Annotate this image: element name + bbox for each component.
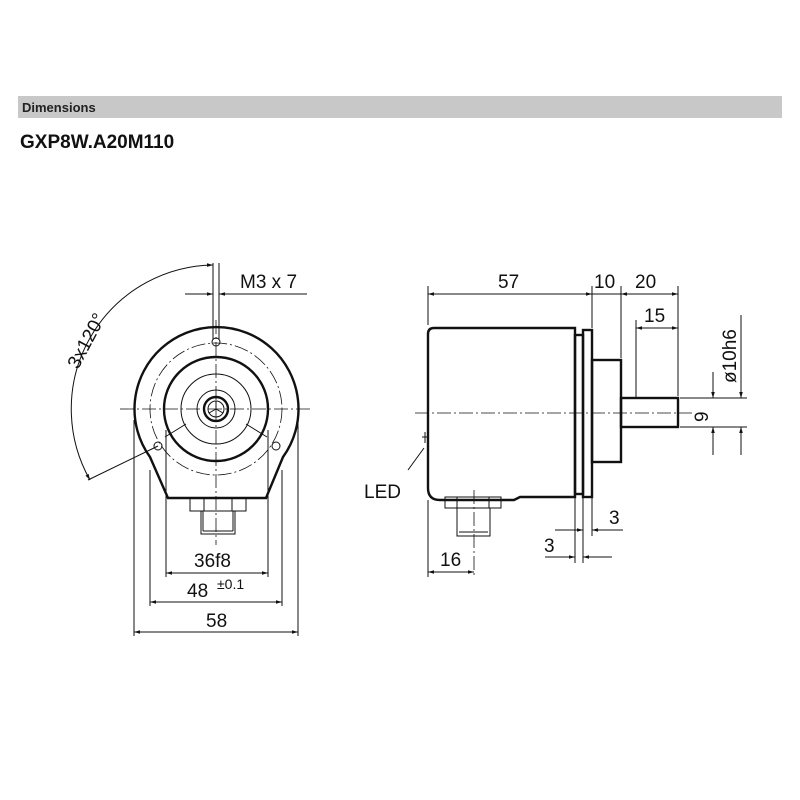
- flange: [581, 328, 594, 499]
- dim-20: 20: [635, 272, 656, 293]
- side-view: LED 57 10 20 15 9 ø10h6 3 3 16: [364, 272, 747, 577]
- dim-57: 57: [498, 272, 519, 293]
- dim-3-ring: 3: [544, 536, 555, 557]
- section-header: Dimensions: [18, 96, 782, 118]
- dim-10: 10: [594, 272, 615, 293]
- hub: [590, 358, 623, 464]
- housing-side: [426, 326, 577, 502]
- dim-58: 58: [206, 611, 227, 632]
- dim-36: 36f8: [194, 551, 231, 572]
- shaft: [619, 396, 680, 429]
- dim-48-tolerance: ±0.1: [217, 576, 244, 592]
- angle-label: 3x120°: [64, 310, 110, 372]
- led-label: LED: [364, 482, 401, 503]
- dim-shaft-diameter: ø10h6: [720, 329, 741, 383]
- dim-9: 9: [692, 411, 713, 422]
- connector-nut: [189, 497, 247, 512]
- dim-3-flange: 3: [609, 508, 620, 529]
- led-icon: [422, 432, 428, 443]
- section-title: Dimensions: [22, 100, 96, 115]
- thread-label: M3 x 7: [240, 272, 297, 293]
- model-title: GXP8W.A20M110: [20, 132, 175, 153]
- dim-48: 48: [187, 581, 208, 602]
- housing-outline: [133, 325, 300, 500]
- mounting-hole: [271, 441, 281, 451]
- dim-15: 15: [644, 306, 665, 327]
- connector-body: [200, 511, 236, 535]
- dim-16: 16: [440, 550, 461, 571]
- front-view: M3 x 7 3x120° 36f8 48 ±0.1 58: [64, 263, 312, 636]
